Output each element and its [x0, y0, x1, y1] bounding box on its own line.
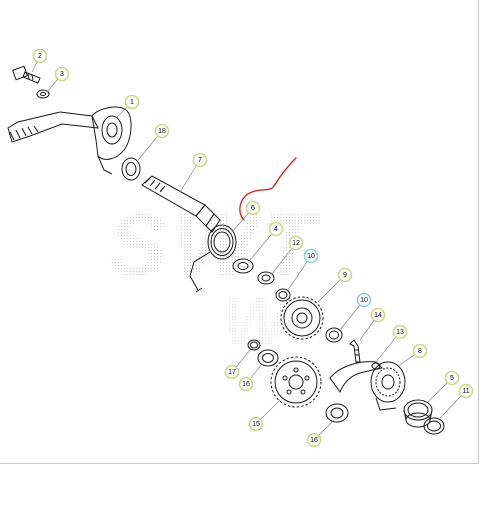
callout-circle — [224, 364, 240, 380]
callout-6: 6 — [245, 200, 261, 216]
seal-part — [121, 157, 141, 181]
callout-10: 10 — [356, 292, 372, 308]
callout-9: 9 — [337, 267, 353, 283]
washer-part — [325, 327, 343, 343]
washer-part — [257, 271, 275, 285]
callout-2: 2 — [32, 48, 48, 64]
callout-number: 12 — [292, 240, 300, 247]
callout-number: 9 — [343, 272, 347, 279]
kickstart-spring-part — [189, 224, 237, 293]
kickstart-gear-part — [280, 296, 324, 340]
callout-circle — [238, 376, 254, 392]
callout-number: 10 — [360, 297, 368, 304]
callout-12: 12 — [288, 235, 304, 251]
callout-circle — [288, 235, 304, 251]
bolt-part — [349, 339, 361, 363]
callout-number: 5 — [450, 375, 454, 382]
callout-circle — [303, 248, 319, 264]
callout-circle — [337, 267, 353, 283]
callout-1: 1 — [124, 94, 140, 110]
callout-circle — [306, 432, 322, 448]
callout-number: 16 — [310, 437, 318, 444]
callout-17: 17 — [224, 364, 240, 380]
callout-13: 13 — [392, 324, 408, 340]
callout-18: 18 — [154, 123, 170, 139]
callout-circle — [458, 383, 474, 399]
kickstart-lever-part — [7, 106, 132, 175]
callout-circle — [392, 324, 408, 340]
callout-number: 2 — [38, 53, 42, 60]
callout-number: 3 — [60, 71, 64, 78]
callout-number: 11 — [462, 388, 469, 395]
callout-number: 18 — [158, 128, 166, 135]
ratchet-lever-part — [329, 361, 383, 394]
washer-part — [36, 89, 50, 99]
ratchet-part — [370, 361, 406, 411]
circlip-part — [275, 288, 291, 302]
callout-circle — [154, 123, 170, 139]
callout-number: 16 — [242, 381, 250, 388]
callout-3: 3 — [54, 66, 70, 82]
image-frame — [0, 0, 479, 464]
callout-circle — [192, 152, 208, 168]
callout-16: 16 — [238, 376, 254, 392]
callout-circle — [248, 416, 264, 432]
callout-number: 1 — [130, 99, 134, 106]
kickstart-shaft-part — [141, 175, 221, 233]
callout-14: 14 — [370, 307, 386, 323]
callout-number: 6 — [251, 205, 255, 212]
callout-layer: 2 3 1 18 7 6 4 12 10 9 10 14 13 8 17 16 5 11 15 16 — [32, 48, 474, 448]
callout-circle — [124, 94, 140, 110]
callout-number: 8 — [418, 348, 422, 355]
circlip-part — [247, 339, 261, 351]
callout-circle — [32, 48, 48, 64]
callout-4: 4 — [268, 221, 284, 237]
callout-number: 15 — [252, 421, 260, 428]
callout-number: 17 — [228, 369, 236, 376]
callout-11: 11 — [458, 383, 474, 399]
callout-number: 4 — [274, 226, 278, 233]
bushing-part — [403, 399, 433, 428]
callout-16: 16 — [306, 432, 322, 448]
callout-circle — [412, 343, 428, 359]
callout-number: 14 — [374, 312, 382, 319]
callout-circle — [54, 66, 70, 82]
callout-10: 10 — [303, 248, 319, 264]
callout-number: 10 — [307, 253, 315, 260]
idler-gear-part — [270, 356, 322, 408]
ring-part — [232, 258, 254, 274]
watermark-text-lower: W — [222, 282, 294, 360]
callout-number: 13 — [396, 329, 404, 336]
callout-5: 5 — [444, 370, 460, 386]
callout-7: 7 — [192, 152, 208, 168]
callout-circle — [245, 200, 261, 216]
washer-part — [257, 349, 279, 367]
callout-circle — [444, 370, 460, 386]
callout-circle — [268, 221, 284, 237]
callout-circle — [370, 307, 386, 323]
washer-part — [423, 417, 445, 435]
callout-15: 15 — [248, 416, 264, 432]
callout-circle — [356, 292, 372, 308]
callout-8: 8 — [412, 343, 428, 359]
bolt-part — [12, 65, 41, 84]
washer-part — [325, 403, 349, 423]
callout-number: 7 — [198, 157, 202, 164]
red-annotation-mark — [239, 157, 297, 221]
